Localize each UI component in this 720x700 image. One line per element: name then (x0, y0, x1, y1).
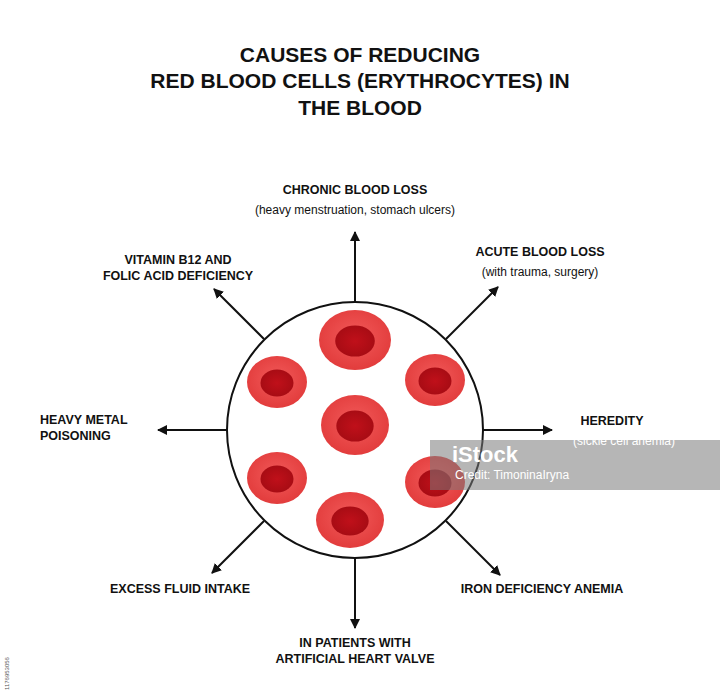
cause-label: HEREDITY (580, 414, 643, 430)
cell-center (331, 506, 368, 535)
blood-sample-circle (227, 302, 483, 558)
red-blood-cell (247, 356, 307, 408)
cell-center (335, 325, 375, 356)
red-blood-cell (316, 492, 384, 548)
cause-detail: (sickle cell anemia) (573, 434, 675, 449)
red-blood-cells (247, 310, 465, 548)
cause-label: IRON DEFICIENCY ANEMIA (461, 582, 624, 598)
cause-label: IN PATIENTS WITH ARTIFICIAL HEART VALVE (275, 636, 434, 667)
red-blood-cell (321, 395, 389, 455)
red-blood-cell (319, 310, 391, 370)
cell-center (336, 410, 373, 441)
cause-label: VITAMIN B12 AND FOLIC ACID DEFICIENCY (103, 253, 253, 284)
watermark-logo: iStock (452, 441, 518, 469)
red-blood-cell (405, 354, 465, 406)
cause-label: CHRONIC BLOOD LOSS (283, 183, 427, 199)
cell-center (261, 465, 294, 492)
watermark-credit: Credit: TimoninaIryna (455, 468, 569, 483)
cause-label: EXCESS FLUID INTAKE (110, 582, 250, 598)
stock-id: 1176953056 (4, 657, 12, 690)
leader-arrows (158, 232, 552, 628)
cause-label: ACUTE BLOOD LOSS (475, 245, 604, 261)
diagram-title: CAUSES OF REDUCING RED BLOOD CELLS (ERYT… (150, 42, 569, 121)
cause-detail: (with trauma, surgery) (482, 265, 599, 280)
cause-label: HEAVY METAL POISONING (40, 413, 128, 444)
cause-detail: (heavy menstruation, stomach ulcers) (255, 203, 455, 218)
cell-center (261, 369, 294, 396)
cell-center (419, 367, 452, 394)
red-blood-cell (247, 452, 307, 504)
